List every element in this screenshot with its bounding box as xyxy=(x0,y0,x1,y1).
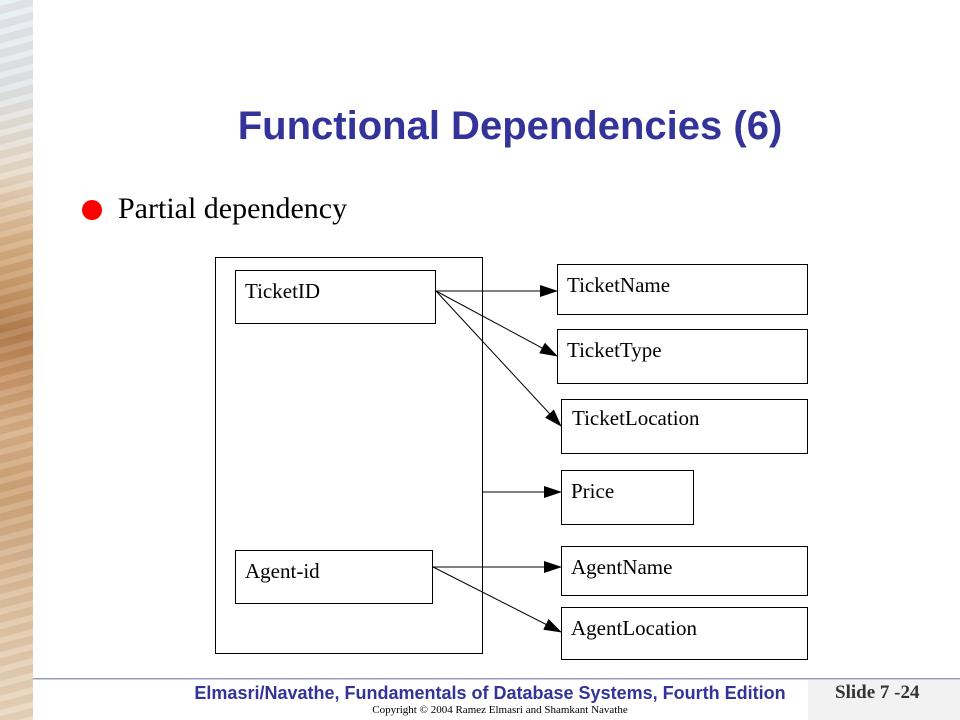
footer-copyright: Copyright © 2004 Ramez Elmasri and Shamk… xyxy=(372,704,628,716)
ticketlocation-box xyxy=(561,399,808,454)
decorative-desert-strip xyxy=(0,0,33,720)
agent-id-box xyxy=(235,550,433,604)
ticketlocation-label: TicketLocation xyxy=(572,406,700,430)
price-box xyxy=(561,470,694,525)
slide-number: Slide 7 -24 xyxy=(835,682,920,703)
ticketid-label: TicketID xyxy=(245,279,321,303)
agentlocation-box xyxy=(561,607,808,660)
bullet-text: Partial dependency xyxy=(118,192,348,225)
agentname-label: AgentName xyxy=(571,555,673,579)
bullet-icon xyxy=(82,200,102,220)
footer-divider xyxy=(33,678,960,680)
arrow-ticketid-to-tickettype xyxy=(435,290,558,357)
agentlocation-label: AgentLocation xyxy=(571,616,697,640)
slide-title: Functional Dependencies (6) xyxy=(237,104,783,148)
ticketname-label: TicketName xyxy=(567,273,671,297)
footer-book-title: Elmasri/Navathe, Fundamentals of Databas… xyxy=(194,683,786,703)
agent-id-label: Agent-id xyxy=(245,559,320,583)
tickettype-label: TicketType xyxy=(567,338,662,362)
price-label: Price xyxy=(571,479,615,503)
tickettype-box xyxy=(557,329,808,384)
ticketname-box xyxy=(557,264,808,315)
slide-number-panel xyxy=(808,680,960,720)
arrow-ticketid-to-ticketlocation xyxy=(435,290,562,427)
agentname-box xyxy=(561,546,808,596)
ticketid-box xyxy=(235,270,436,324)
arrow-agentid-to-agentlocation xyxy=(432,566,562,633)
composite-key-box xyxy=(215,257,483,654)
